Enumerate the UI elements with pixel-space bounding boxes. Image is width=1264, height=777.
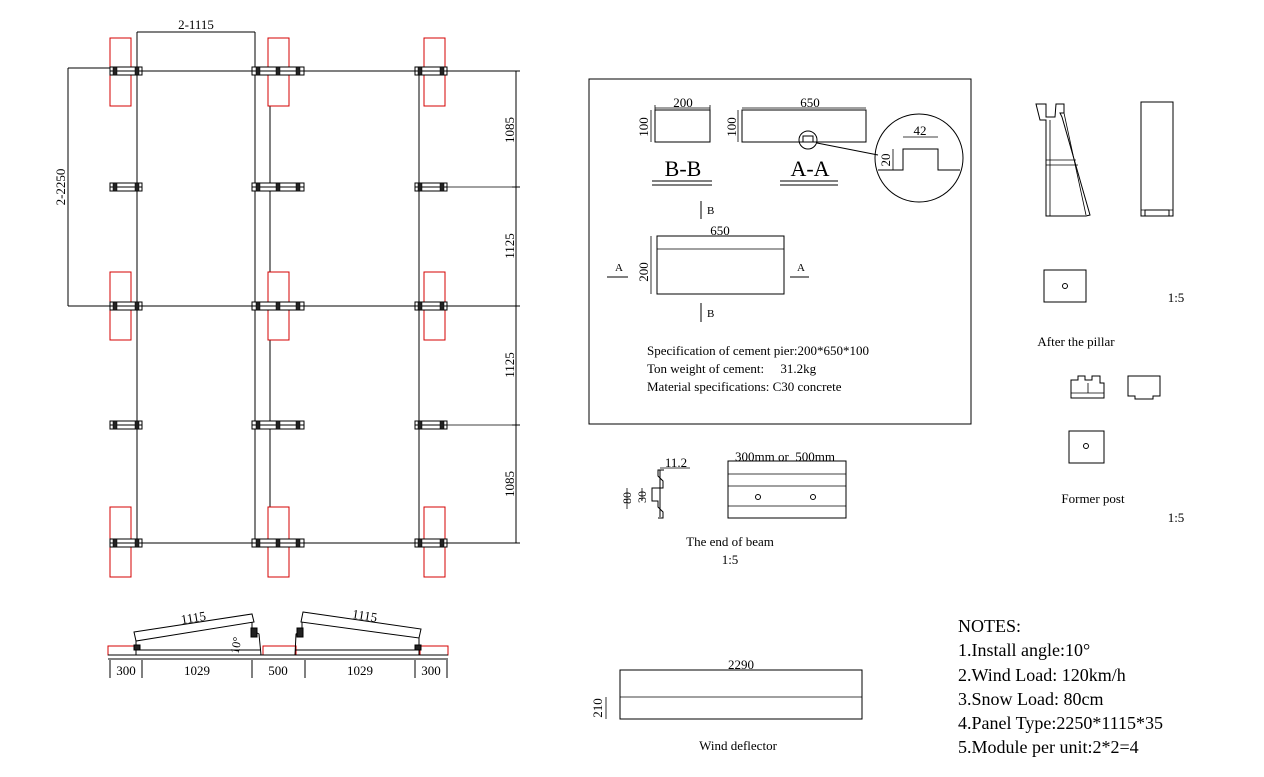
rail-bracket — [414, 66, 448, 76]
pier-cut-a-right: A — [797, 262, 805, 274]
beam-end-caption: The end of beam — [686, 534, 774, 549]
beam-end-dim-11: 11.2 — [665, 455, 687, 470]
rail-bracket — [251, 66, 305, 76]
rail-bracket — [251, 538, 305, 548]
notes-item-5: 5.Module per unit:2*2=4 — [958, 737, 1139, 757]
rail-bracket — [109, 420, 143, 430]
beam-end-dim-30: 30 — [635, 491, 649, 503]
section-panel-left-length: 1115 — [180, 608, 207, 627]
rail-bracket — [414, 538, 448, 548]
beam-end-scale: 1:5 — [722, 552, 739, 567]
notes-item-3: 3.Snow Load: 80cm — [958, 689, 1104, 709]
pier-detail-height: 20 — [878, 154, 893, 167]
rail-bracket — [251, 420, 305, 430]
rail-bracket — [109, 66, 143, 76]
pier-cut-a-left: A — [615, 262, 623, 274]
rail-bracket — [109, 301, 143, 311]
section-view: 1115 1115 10° 300 1029 500 1029 300 — [107, 606, 449, 678]
pier-detail-width: 42 — [914, 123, 927, 138]
notes-item-1: 1.Install angle:10° — [958, 640, 1090, 660]
rail-bracket — [414, 420, 448, 430]
notes-item-4: 4.Panel Type:2250*1115*35 — [958, 713, 1163, 733]
rail-bracket — [251, 301, 305, 311]
plan-view: 2-1115 2-2250 1085 1125 1125 1085 — [53, 17, 520, 578]
former-post-scale: 1:5 — [1168, 510, 1185, 525]
pier-cut-b-bottom: B — [707, 308, 714, 320]
rail-bracket — [251, 182, 305, 192]
rail-bracket — [414, 182, 448, 192]
pier-aa-label: A-A — [790, 156, 829, 181]
plan-dim-right-1: 1085 — [502, 117, 517, 143]
notes-item-2: 2.Wind Load: 120km/h — [958, 665, 1126, 685]
plan-dim-right-4: 1085 — [502, 471, 517, 497]
plan-dim-top: 2-1115 — [178, 17, 214, 32]
after-pillar-caption: After the pillar — [1037, 334, 1115, 349]
deflector-caption: Wind deflector — [699, 738, 777, 753]
pier-bb-label: B-B — [665, 156, 702, 181]
deflector-length: 2290 — [728, 657, 754, 672]
plan-dim-left: 2-2250 — [53, 169, 68, 206]
notes-block: NOTES: 1.Install angle:10° 2.Wind Load: … — [958, 616, 1163, 757]
notes-title: NOTES: — [958, 616, 1021, 636]
pier-plan-height: 200 — [636, 262, 651, 282]
beam-end-dim-80: 80 — [620, 492, 634, 504]
rail-brackets — [109, 66, 448, 548]
wind-deflector-detail: 2290 210 Wind deflector — [590, 657, 863, 753]
rail-bracket — [109, 538, 143, 548]
deflector-height: 210 — [590, 698, 605, 718]
section-install-angle: 10° — [228, 636, 245, 655]
section-seg-5: 300 — [421, 663, 441, 678]
posts-detail: 1:5 After the pillar Former post 1:5 — [1035, 101, 1185, 525]
rail-bracket — [414, 301, 448, 311]
beam-end-detail: 11.2 80 30 300mm or 500mm The end of bea… — [620, 449, 847, 567]
pier-bb-height: 100 — [636, 117, 651, 137]
plan-dim-right-3: 1125 — [502, 352, 517, 378]
cement-pier-detail: 200 100 B-B 650 100 A-A 42 20 B 650 200 … — [588, 78, 972, 425]
pier-spec-line-1: Specification of cement pier:200*650*100 — [647, 343, 869, 358]
plan-dim-right-2: 1125 — [502, 233, 517, 259]
after-pillar-scale: 1:5 — [1168, 290, 1185, 305]
rail-bracket — [109, 182, 143, 192]
section-seg-2: 1029 — [184, 663, 210, 678]
pier-plan-width: 650 — [710, 223, 730, 238]
former-post-caption: Former post — [1061, 491, 1125, 506]
pier-aa-width: 650 — [800, 95, 820, 110]
pier-detail-frame — [588, 78, 972, 425]
pier-spec-line-2: Ton weight of cement: 31.2kg — [647, 361, 817, 376]
section-panel-right-length: 1115 — [351, 606, 378, 625]
pier-spec-line-3: Material specifications: C30 concrete — [647, 379, 842, 394]
pier-bb-width: 200 — [673, 95, 693, 110]
pier-cut-b-top: B — [707, 205, 714, 217]
beam-end-length: 300mm or 500mm — [735, 449, 835, 464]
section-seg-4: 1029 — [347, 663, 373, 678]
pier-aa-height: 100 — [724, 117, 739, 137]
section-seg-1: 300 — [116, 663, 136, 678]
section-seg-3: 500 — [268, 663, 288, 678]
